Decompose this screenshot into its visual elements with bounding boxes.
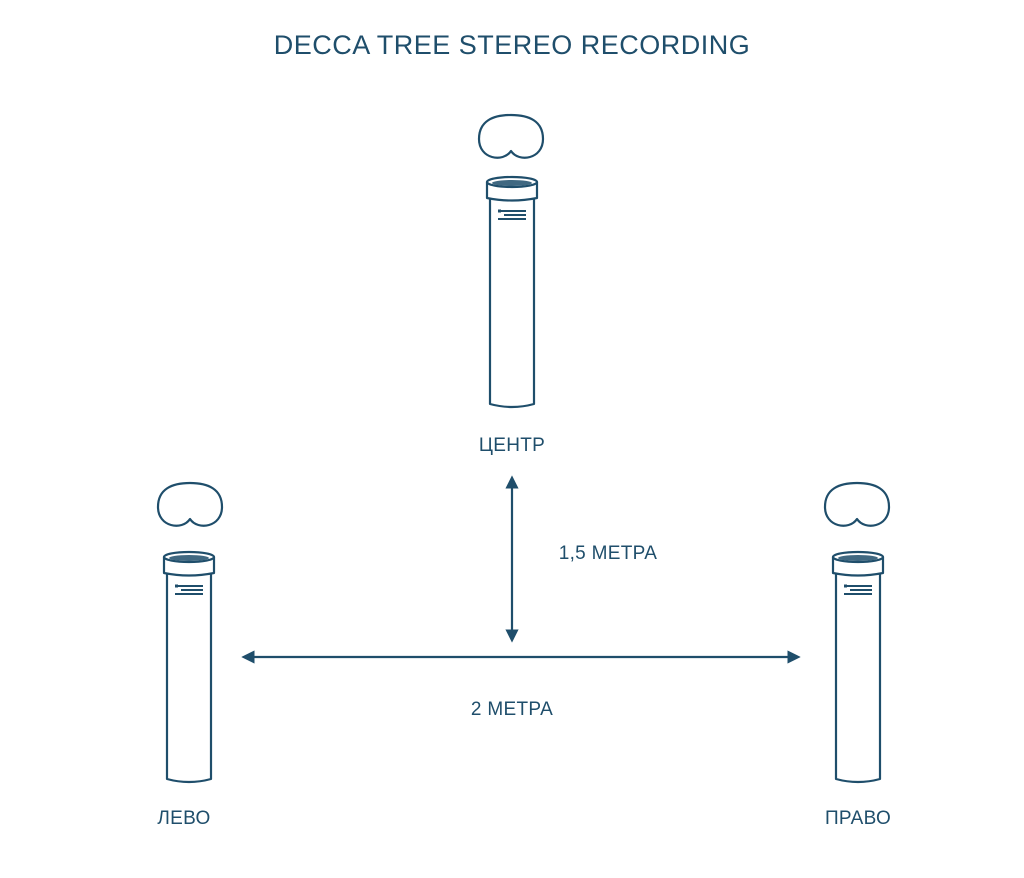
left-microphone-icon — [162, 550, 216, 784]
center-cardioid-icon — [477, 113, 545, 159]
right-mic-label: ПРАВО — [824, 808, 892, 829]
center-microphone-icon — [485, 175, 539, 409]
center-mic-label: ЦЕНТР — [478, 435, 546, 456]
left-cardioid-icon — [156, 481, 224, 527]
left-mic-label: ЛЕВО — [157, 808, 211, 829]
horizontal-distance-label: 2 МЕТРА — [470, 699, 554, 720]
right-cardioid-icon — [823, 481, 891, 527]
right-microphone-icon — [831, 550, 885, 784]
vertical-distance-label: 1,5 МЕТРА — [558, 543, 658, 564]
diagram-title: DECCA TREE STEREO RECORDING — [273, 30, 751, 60]
